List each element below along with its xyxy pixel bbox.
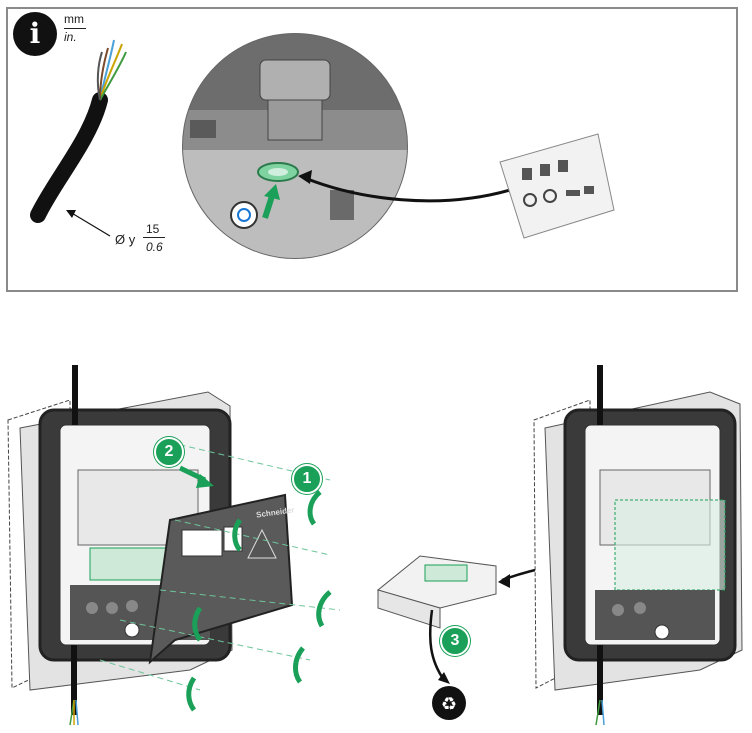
info-icon: i	[13, 12, 57, 56]
power-cable-illustration	[30, 39, 127, 237]
gland-zoom-detail	[182, 33, 511, 259]
cable-diameter-prefix: Ø y	[115, 232, 136, 247]
unit-mm-label: mm	[64, 12, 84, 26]
unit-inch-label: in.	[64, 30, 77, 44]
cable-diameter-fraction-bar	[143, 237, 165, 238]
step-2-badge: 2	[154, 437, 184, 467]
step-1-badge: 1	[292, 464, 322, 494]
cable-diameter-inch: 0.6	[146, 240, 163, 254]
cable-diameter-mm: 15	[146, 222, 160, 236]
recycle-icon: ♻	[432, 686, 466, 720]
step-3-badge: 3	[440, 626, 470, 656]
accessory-bag-illustration	[499, 133, 615, 239]
unit-fraction-bar	[64, 28, 86, 29]
unscrew-arrows	[186, 490, 332, 712]
right-charger-enclosure	[533, 365, 743, 726]
removed-insulating-shield	[376, 555, 606, 684]
